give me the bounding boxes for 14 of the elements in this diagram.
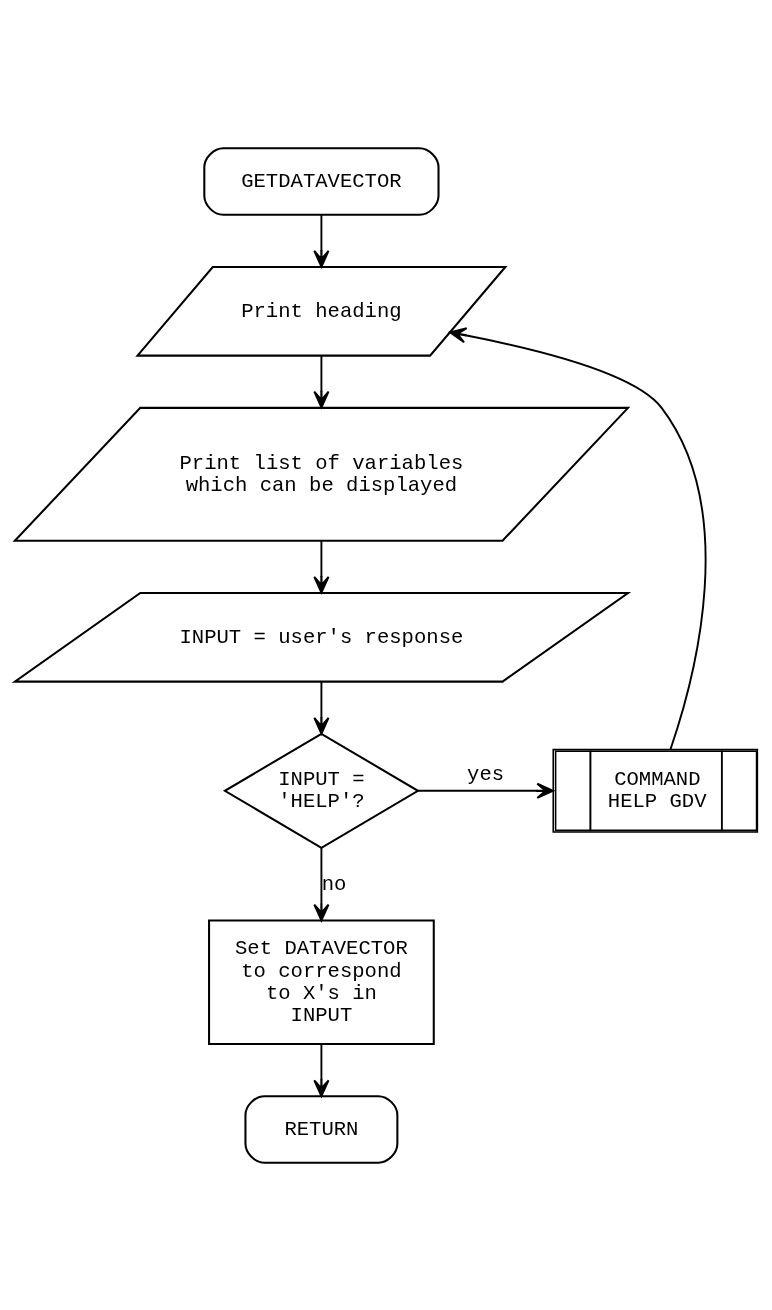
node-diamond: INPUT = 'HELP'? [222,732,420,849]
arrow [313,539,330,594]
arrow [313,1042,330,1097]
arrow [448,326,707,750]
edge-label: yes [467,762,505,786]
node-box: GETDATAVECTOR [203,146,440,216]
arrow [417,782,555,799]
node-box: Set DATAVECTOR to correspond to X's in INPUT [208,919,435,1045]
arrow [313,680,330,735]
node-box: RETURN [244,1094,399,1164]
arrow [313,354,330,408]
arrow [313,846,330,921]
edge-label: no [321,872,347,896]
arrow [313,213,330,268]
